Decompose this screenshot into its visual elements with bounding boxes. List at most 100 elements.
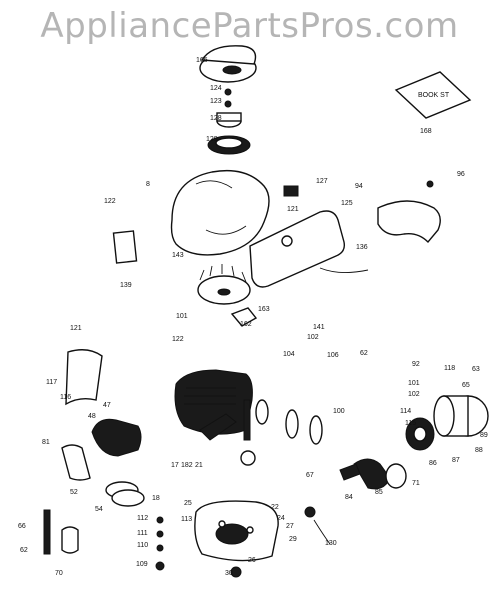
callout-number: 102 xyxy=(307,334,319,341)
callout-number: 21 xyxy=(195,462,203,469)
callout-number: 182 xyxy=(181,462,193,469)
callout-number: 86 xyxy=(429,460,437,467)
callout-number: 52 xyxy=(70,489,78,496)
callout-number: 111 xyxy=(137,530,148,537)
callout-number: 127 xyxy=(316,178,328,185)
callout-number: 129 xyxy=(206,136,218,143)
callout-number: 100 xyxy=(333,408,345,415)
callout-number: 94 xyxy=(355,183,363,190)
callout-number: 48 xyxy=(88,413,96,420)
screw-set-part xyxy=(155,516,165,571)
sump-plug-part xyxy=(230,566,242,578)
oil-fill-tube-part xyxy=(304,506,331,545)
callout-number: 30 xyxy=(225,570,233,577)
callout-number: 112 xyxy=(137,515,148,522)
callout-number: 65 xyxy=(462,382,470,389)
callout-number: 143 xyxy=(172,252,184,259)
callout-number: 165 xyxy=(196,57,208,64)
callout-number: 118 xyxy=(444,365,455,372)
callout-number: 24 xyxy=(277,515,285,522)
crankshaft-part xyxy=(199,399,256,466)
callout-number: 25 xyxy=(184,500,192,507)
callout-number: 66 xyxy=(18,523,26,530)
muffler-guard-part xyxy=(377,180,441,244)
callout-number: 101 xyxy=(408,380,420,387)
callout-number: 17 xyxy=(171,462,179,469)
spring-housing-part xyxy=(216,112,242,128)
callout-number: 117 xyxy=(46,379,57,386)
owners-manual-part: BOOK ST xyxy=(394,71,472,119)
callout-number: 96 xyxy=(457,171,465,178)
callout-number: 128 xyxy=(210,115,222,122)
callout-number: 85 xyxy=(375,489,383,496)
crankcase-cover-part xyxy=(194,500,279,562)
callout-number: 123 xyxy=(210,98,222,105)
callout-number: 18 xyxy=(152,495,160,502)
callout-number: 67 xyxy=(306,472,314,479)
flywheel-part xyxy=(197,264,251,305)
callout-numbers: 1651241231281291681279496122812112514313… xyxy=(18,57,488,577)
watermark-text: AppliancePartsPros.com xyxy=(40,6,459,46)
callout-number: 121 xyxy=(70,325,82,332)
callout-number: 116 xyxy=(60,394,71,401)
callout-number: 62 xyxy=(20,547,28,554)
washer-part xyxy=(224,100,232,108)
starter-cup-part xyxy=(199,45,257,83)
callout-number: 139 xyxy=(120,282,132,289)
callout-number: 163 xyxy=(258,306,270,313)
callout-number: 8 xyxy=(146,181,150,188)
callout-number: 122 xyxy=(172,336,184,343)
throttle-bracket-part xyxy=(61,444,91,481)
callout-number: 115 xyxy=(405,420,416,427)
blower-housing-part xyxy=(170,169,270,256)
callout-number: 81 xyxy=(42,439,50,446)
callout-number: 63 xyxy=(472,366,480,373)
callout-number: 110 xyxy=(137,542,148,549)
callout-number: 124 xyxy=(210,85,222,92)
fuel-line-part xyxy=(319,267,369,273)
booklet-label: BOOK ST xyxy=(418,92,450,99)
callout-number: 106 xyxy=(327,352,339,359)
exhaust-pipe-part xyxy=(339,463,361,481)
callout-number: 162 xyxy=(240,321,252,328)
callout-number: 87 xyxy=(452,457,460,464)
callout-number: 47 xyxy=(103,402,111,409)
callout-number: 122 xyxy=(104,198,116,205)
washer-part xyxy=(224,88,232,96)
carburetor-gaskets-part xyxy=(105,481,145,507)
callout-number: 125 xyxy=(341,200,353,207)
control-rod-part xyxy=(43,509,79,555)
callout-number: 104 xyxy=(283,351,295,358)
fuel-tank-part xyxy=(249,185,346,288)
callout-number: 109 xyxy=(136,561,148,568)
air-cleaner-part xyxy=(433,395,489,437)
decal-part xyxy=(112,230,138,264)
pulley-part xyxy=(207,135,251,155)
callout-number: 88 xyxy=(475,447,483,454)
carburetor-part xyxy=(91,418,142,457)
callout-number: 29 xyxy=(289,536,297,543)
callout-number: 92 xyxy=(412,361,420,368)
callout-number: 113 xyxy=(181,516,192,523)
callout-number: 130 xyxy=(325,540,337,547)
callout-number: 26 xyxy=(248,557,256,564)
callout-number: 141 xyxy=(313,324,325,331)
callout-number: 71 xyxy=(412,480,420,487)
callout-number: 89 xyxy=(480,432,488,439)
callout-number: 121 xyxy=(287,206,299,213)
callout-number: 168 xyxy=(420,128,432,135)
callout-number: 102 xyxy=(408,391,420,398)
callout-number: 101 xyxy=(176,313,188,320)
exhaust-elbow-part xyxy=(353,458,407,490)
callout-number: 54 xyxy=(95,506,103,513)
callout-number: 70 xyxy=(55,570,63,577)
callout-number: 27 xyxy=(286,523,294,530)
callout-number: 136 xyxy=(356,244,368,251)
callout-number: 62 xyxy=(360,350,368,357)
shroud-plate-part xyxy=(65,349,103,406)
ignition-coil-part xyxy=(230,307,258,327)
callout-number: 114 xyxy=(400,408,411,415)
muffler-part xyxy=(405,417,435,451)
callout-number: 22 xyxy=(271,504,279,511)
